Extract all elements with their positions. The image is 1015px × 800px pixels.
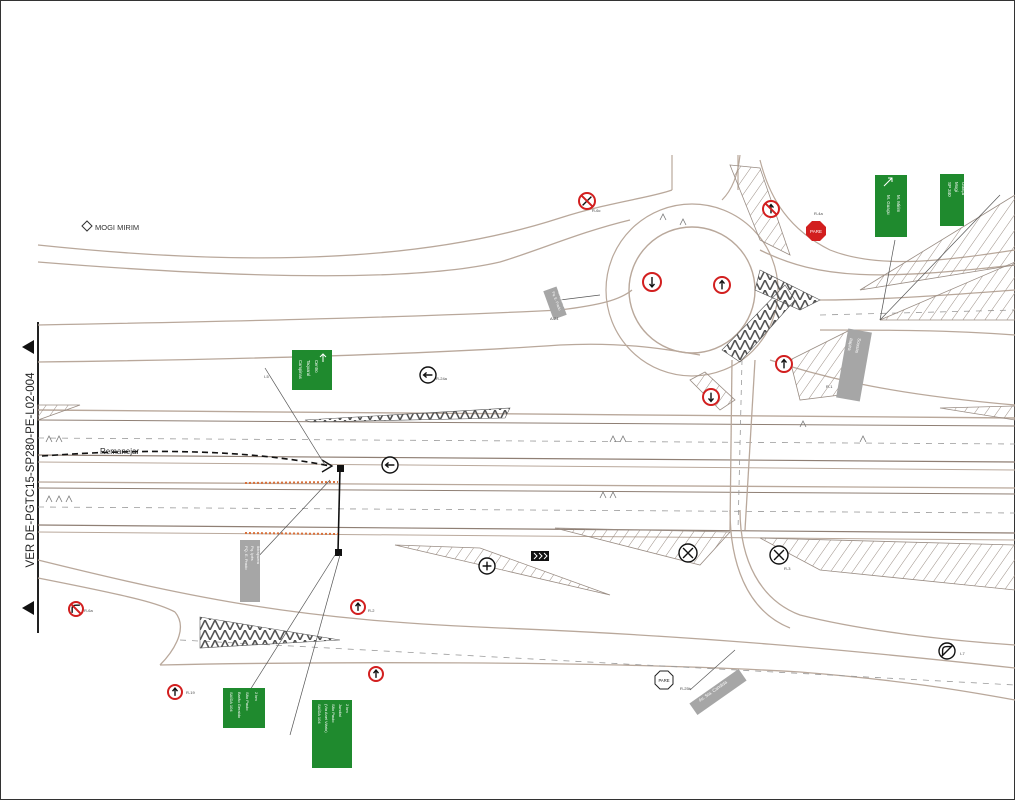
arrow-diagonal-icon	[883, 177, 893, 187]
stop-sign-label: PARE	[810, 229, 822, 234]
reference-column: VER DE-PGTC15-SP280-PE-L02-004	[22, 322, 39, 633]
upper-road	[37, 189, 701, 363]
sign-line: M. Guaçu	[886, 195, 891, 215]
sign-line: São Paulo	[245, 692, 250, 711]
relocation-path: Remanejar	[41, 447, 334, 473]
sign-line: 2 km	[345, 704, 350, 713]
stop-sign-label: PARE	[658, 678, 669, 683]
mandatory-direction-sign	[702, 388, 720, 406]
chevron-board-sign	[531, 551, 549, 561]
sign-line: Jundiaí	[338, 704, 343, 718]
sign-line: SP 340	[947, 182, 952, 197]
regulatory-signs	[68, 192, 956, 700]
sign-codes: R-6c R-4a R-24a A-24 R-1 R-6a R-19 I-5 I…	[84, 208, 965, 695]
guide-sign-mguacu: M. Guaçu M. Mirim	[875, 175, 907, 237]
info-sign-ibirapuera: PQ. E. Prado Pq. Ipês Ibirapuera	[240, 540, 261, 602]
sign-code: A-24	[550, 316, 559, 321]
sign-code: R-1	[826, 384, 833, 389]
no-left-turn-sign	[578, 192, 596, 210]
direction-sign	[419, 366, 437, 384]
sign-code: R-6c	[592, 208, 600, 213]
sign-code: I-5	[264, 374, 269, 379]
sign-code: I-7	[960, 651, 965, 656]
no-u-turn-sign	[68, 601, 84, 617]
sign-line: 2 km	[254, 692, 259, 701]
direction-sign	[381, 456, 399, 474]
roundabout-sign	[769, 545, 789, 565]
speed-sign	[478, 557, 496, 575]
sign-line: São Paulo	[331, 704, 336, 723]
guide-sign-campinas: Campinas Taquaral Centro	[292, 350, 332, 390]
hatched-gores	[37, 164, 1015, 596]
mandatory-direction-sign	[713, 276, 731, 294]
sign-code: R-24a	[436, 376, 448, 381]
sign-code: R-6a	[84, 608, 93, 613]
sign-line: M. Mirim	[896, 195, 901, 212]
guide-sign-saida-anel: SAÍDA 104 (Via Anel Viário) São Paulo Ju…	[312, 700, 352, 768]
mandatory-direction-sign	[368, 666, 384, 682]
no-turn-sign	[938, 642, 956, 660]
yield-markings	[45, 213, 867, 503]
arrow-up-icon	[319, 353, 327, 362]
drawing-reference: VER DE-PGTC15-SP280-PE-L02-004	[25, 372, 37, 568]
stop-sign-upper: PARE	[806, 221, 826, 241]
guide-sign-saida-barao: SAÍDA 104 Barão Geraldo São Paulo 2 km	[223, 688, 265, 728]
main-highway	[37, 409, 1015, 541]
sign-line: Ibirapuera	[557, 291, 566, 307]
sign-gantry	[244, 465, 344, 556]
sign-line: Centro	[314, 360, 319, 373]
sign-line: SAÍDA 104	[317, 704, 322, 724]
sign-line: Mogi	[954, 182, 959, 192]
relocation-label: Remanejar	[100, 447, 139, 456]
chevron-markings	[199, 269, 821, 649]
arrow-up-icon	[22, 340, 34, 354]
sign-line: Barão Geraldo	[237, 692, 242, 719]
info-sign-pq-prado: Pq. E. Prado Ibirapuera	[543, 286, 567, 320]
sign-line: Sousas	[854, 338, 862, 354]
stop-sign-lower: PARE	[654, 670, 674, 690]
sign-code: R-19	[186, 690, 195, 695]
sign-line: Pq. Ipês	[250, 546, 255, 561]
roundabout-sign	[678, 543, 698, 563]
mandatory-direction-sign	[642, 272, 662, 292]
mandatory-direction-sign	[167, 684, 183, 700]
leader-lines	[249, 194, 1001, 736]
direction-label: MOGI MIRIM	[95, 223, 139, 232]
diamond-arrow-icon	[81, 220, 93, 232]
mandatory-direction-sign	[350, 599, 366, 615]
sign-line: Itapira	[847, 338, 854, 352]
sign-line: SAÍDA 104	[229, 692, 234, 712]
connector-road	[729, 359, 756, 531]
sign-line: Pq. E. Prado	[551, 291, 562, 311]
sign-line: Guaçu	[961, 182, 966, 196]
sign-line: PQ. E. Prado	[244, 546, 249, 570]
direction-label-group: MOGI MIRIM	[81, 220, 139, 232]
sign-line: (Via Anel Viário)	[324, 704, 329, 733]
sign-line: Campinas	[298, 360, 303, 379]
no-turn-sign	[762, 200, 780, 218]
sign-line: Taquaral	[306, 360, 311, 376]
sign-line: Ibirapuera	[256, 546, 261, 565]
lower-road	[37, 509, 1015, 701]
arrow-up-icon	[22, 601, 34, 615]
sign-code: R-3	[784, 566, 791, 571]
info-sign-itapira: Itapira Sousas	[836, 328, 872, 402]
sign-code: R-4a	[814, 211, 823, 216]
guide-sign-sp340: SP 340 Mogi Guaçu	[940, 174, 966, 226]
mandatory-direction-sign	[775, 355, 793, 373]
sign-code: R-2	[368, 608, 375, 613]
sign-code: R-25b	[680, 686, 692, 691]
